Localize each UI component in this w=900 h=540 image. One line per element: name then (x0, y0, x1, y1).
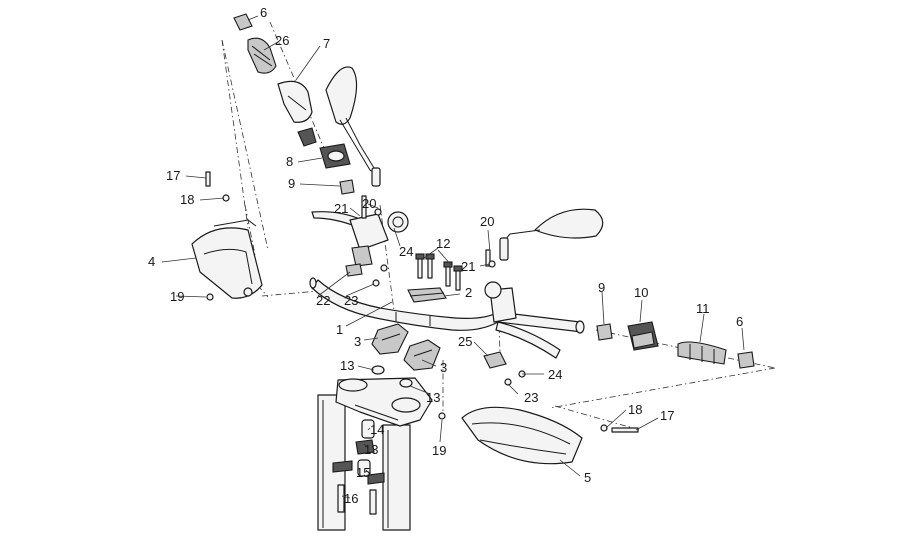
clutch-lever-left (311, 195, 409, 267)
hand-guard-left (191, 219, 263, 299)
callout-17-right: 17 (660, 408, 674, 423)
switch-housing-right (627, 321, 659, 351)
callout-23-left: 23 (344, 293, 358, 308)
switch-housing-left (319, 143, 351, 169)
assembly-lines (221, 21, 776, 431)
clamp-bolts (415, 253, 463, 291)
callout-21-left: 21 (334, 201, 348, 216)
callout-22: 22 (316, 293, 330, 308)
callout-13-right: 13 (426, 390, 440, 405)
callout-11: 11 (696, 301, 710, 316)
callout-9-left: 9 (288, 176, 295, 191)
callout-labels: 6 26 7 8 9 17 18 21 20 20 4 24 12 21 19 … (148, 5, 743, 506)
throttle-tube (277, 80, 317, 147)
callout-7: 7 (323, 36, 330, 51)
brake-lever-right (484, 249, 561, 359)
left-grip (247, 37, 277, 74)
callout-16: 16 (344, 491, 358, 506)
callout-24-left: 24 (399, 244, 413, 259)
spacer-left (339, 179, 355, 195)
callout-24-right: 24 (548, 367, 562, 382)
callout-10: 10 (634, 285, 648, 300)
callout-13-lower: 13 (364, 442, 378, 457)
callout-3-left: 3 (354, 334, 361, 349)
callout-9-right: 9 (598, 280, 605, 295)
callout-17-left: 17 (166, 168, 180, 183)
handlebar-clamp (407, 287, 447, 303)
callout-14: 14 (370, 422, 384, 437)
right-grip (677, 341, 727, 365)
callout-20-right: 20 (480, 214, 494, 229)
callout-12: 12 (436, 236, 450, 251)
callout-18-right: 18 (628, 402, 642, 417)
callout-5: 5 (584, 470, 591, 485)
callout-8: 8 (286, 154, 293, 169)
mirror-right (499, 208, 604, 261)
callout-18-left: 18 (180, 192, 194, 207)
riser-right (403, 339, 441, 371)
callout-23-right: 23 (524, 390, 538, 405)
callout-19-left: 19 (170, 289, 184, 304)
callout-4: 4 (148, 254, 155, 269)
callout-19-right: 19 (432, 443, 446, 458)
guard-bolt-right (438, 412, 639, 433)
hand-guard-right (461, 406, 583, 465)
callout-25: 25 (458, 334, 472, 349)
callout-21-right: 21 (461, 259, 475, 274)
callout-20-left: 20 (362, 196, 376, 211)
callout-2: 2 (465, 285, 472, 300)
guard-bolt-left (205, 171, 230, 301)
leader-lines (161, 15, 745, 499)
mirror-left (325, 66, 381, 187)
left-grip-end-cap (233, 13, 253, 31)
callout-6-left: 6 (260, 5, 267, 20)
callout-26: 26 (275, 33, 289, 48)
riser-bushings (371, 365, 413, 388)
callout-13-upper: 13 (340, 358, 354, 373)
right-grip-end-cap (737, 351, 755, 369)
callout-3-right: 3 (440, 360, 447, 375)
spacer-right (596, 323, 613, 341)
callout-1: 1 (336, 322, 343, 337)
riser-left (371, 323, 409, 355)
callout-6-right: 6 (736, 314, 743, 329)
callout-15: 15 (356, 465, 370, 480)
fork-assembly (317, 377, 433, 531)
